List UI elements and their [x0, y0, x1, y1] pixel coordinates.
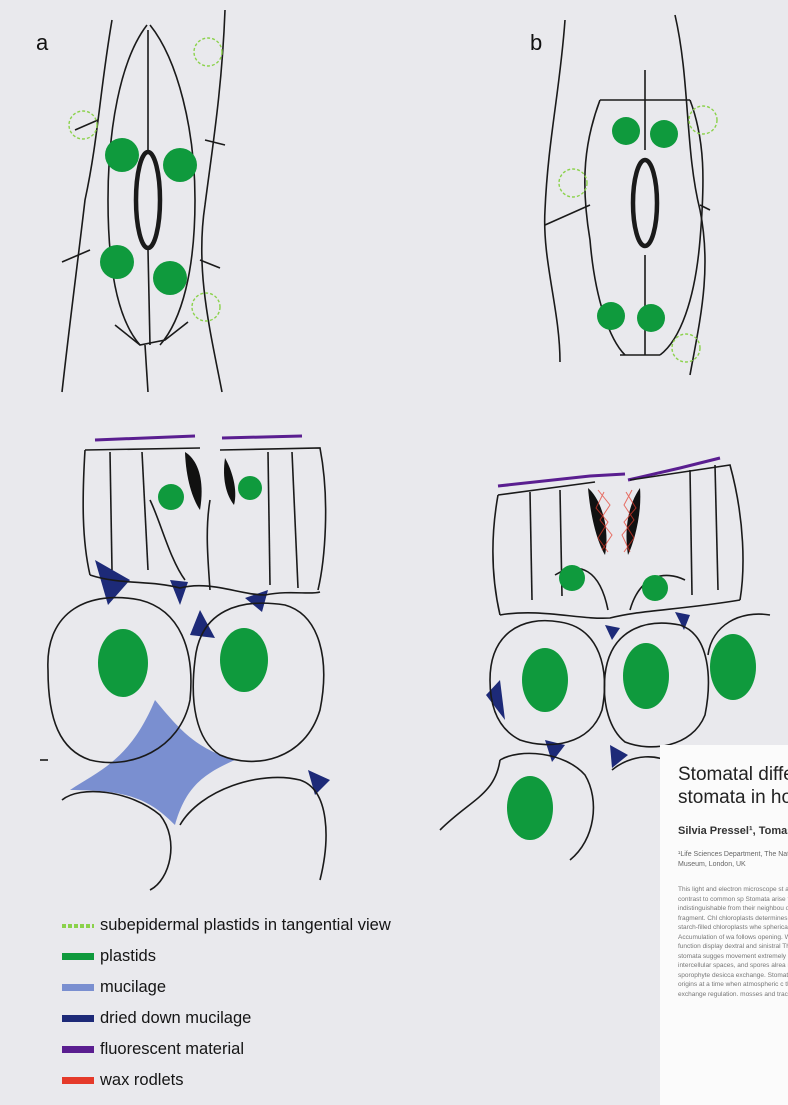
paper-title: Stomatal differe stomata in horn	[678, 763, 788, 809]
legend-swatch-red	[62, 1077, 94, 1084]
paper-abstract: This light and electron microscope st an…	[678, 885, 788, 999]
panel-a-cross-section-cells	[40, 448, 326, 890]
legend-swatch-purple	[62, 1046, 94, 1053]
panel-b-label: b	[530, 30, 542, 56]
legend-item-fluorescent-material: fluorescent material	[62, 1034, 442, 1065]
paper-title-line-1: Stomatal differe	[678, 763, 788, 786]
legend-item-mucilage: mucilage	[62, 972, 442, 1003]
legend-item-plastids: plastids	[62, 941, 442, 972]
panel-a-subepidermal-plastids	[69, 38, 222, 321]
legend-swatch-dashed-green	[62, 924, 94, 928]
paper-authors: Silvia Pressel¹, Tomasz Gor	[678, 825, 788, 837]
paper-affiliation: ¹Life Sciences Department, The Natural H…	[678, 850, 788, 870]
legend-label: fluorescent material	[100, 1040, 244, 1059]
panel-b-surface-view	[545, 15, 710, 375]
legend-label: subepidermal plastids in tangential view	[100, 916, 391, 935]
panel-b-plastids	[597, 117, 678, 332]
legend-label: plastids	[100, 947, 156, 966]
legend-label: dried down mucilage	[100, 1009, 251, 1028]
legend-label: wax rodlets	[100, 1071, 183, 1090]
panel-a-mucilage	[70, 560, 330, 825]
panel-a-label: a	[36, 30, 48, 56]
paper-title-line-2: stomata in horn	[678, 786, 788, 809]
legend: subepidermal plastids in tangential view…	[62, 910, 442, 1096]
legend-swatch-dark-blue	[62, 1015, 94, 1022]
panel-a-surface-view	[62, 10, 225, 392]
paper-card: Stomatal differe stomata in horn Silvia …	[660, 745, 788, 1105]
legend-swatch-green	[62, 953, 94, 960]
legend-item-subepidermal-plastids: subepidermal plastids in tangential view	[62, 910, 442, 941]
legend-swatch-light-blue	[62, 984, 94, 991]
legend-item-wax-rodlets: wax rodlets	[62, 1065, 442, 1096]
panel-a-fluorescent-material	[95, 436, 302, 440]
legend-item-dried-mucilage: dried down mucilage	[62, 1003, 442, 1034]
legend-label: mucilage	[100, 978, 166, 997]
